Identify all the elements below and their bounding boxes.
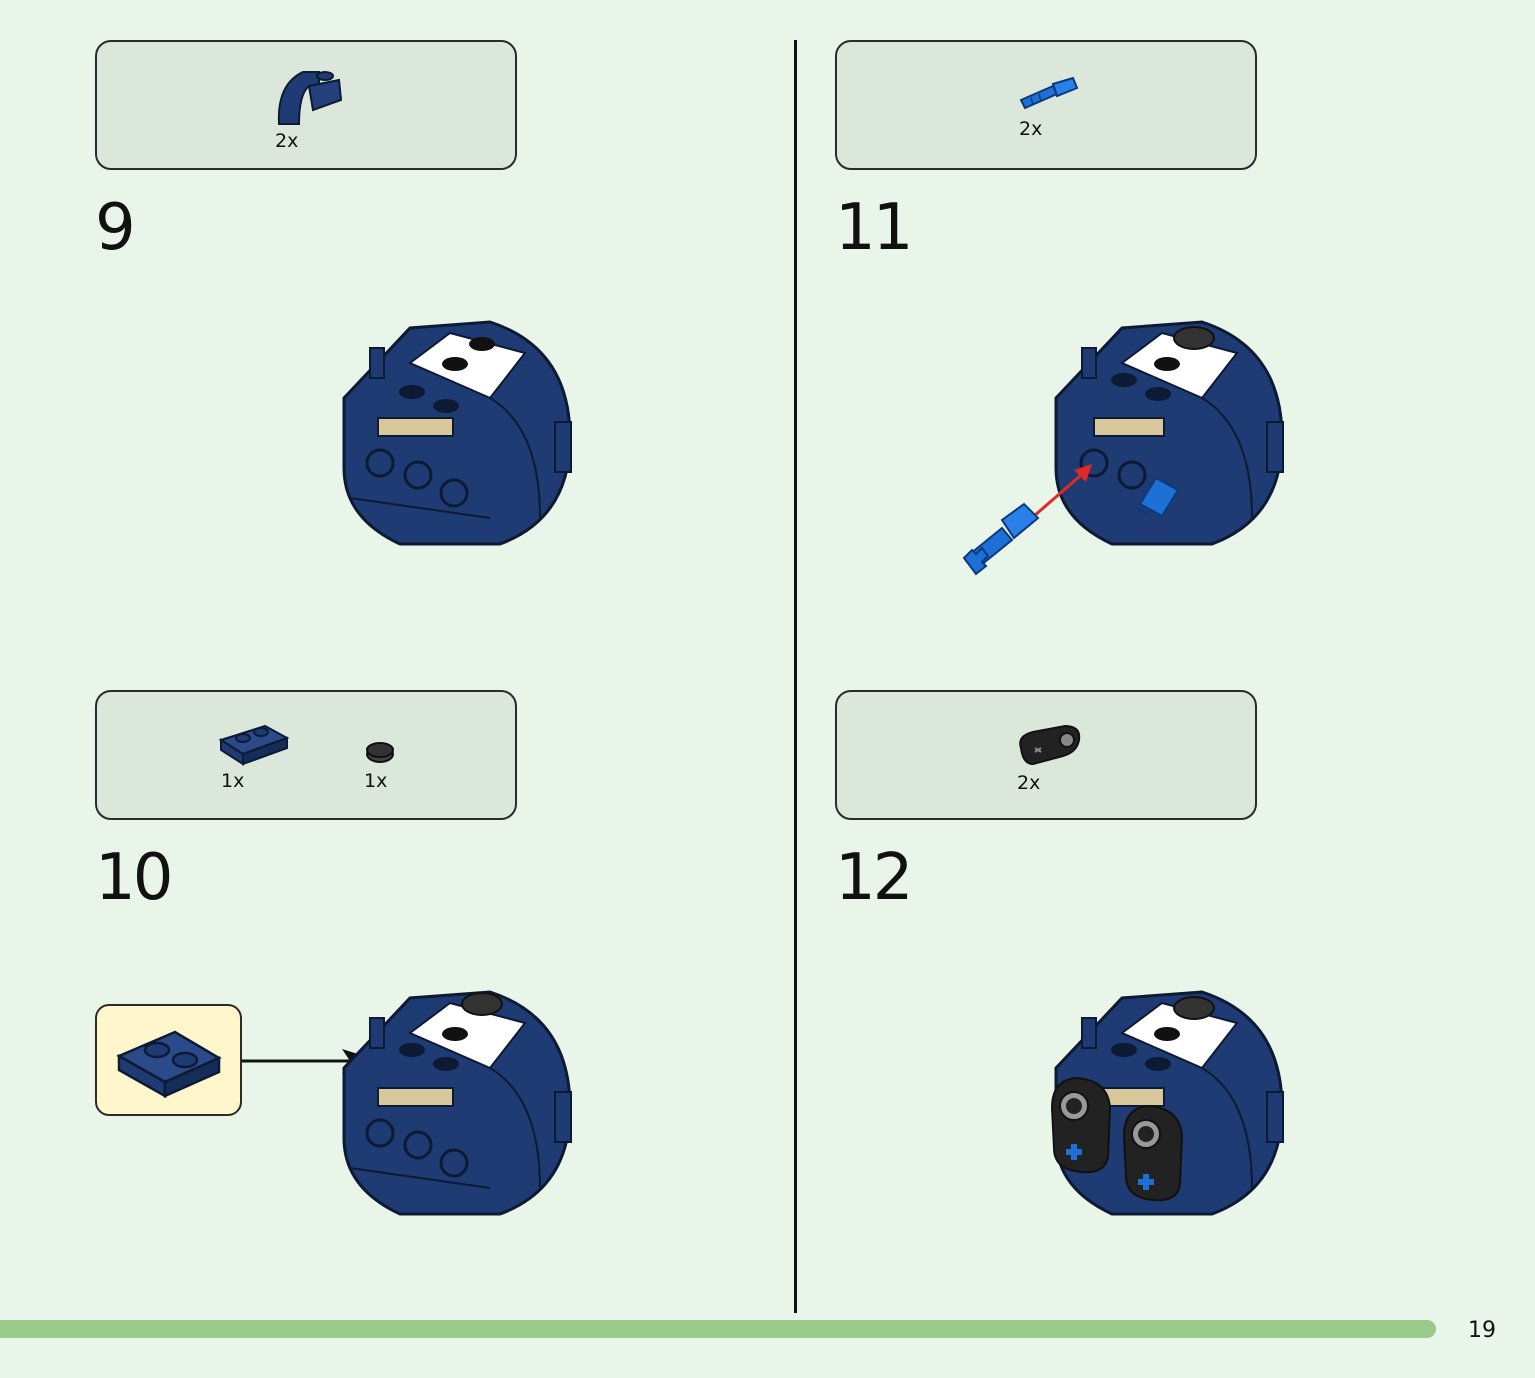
part-qty: 2x (1019, 118, 1043, 140)
curved-slope-brick-icon (277, 71, 343, 125)
technic-beam-left (1050, 1076, 1112, 1174)
part-qty: 1x (364, 770, 388, 792)
page-number: 19 (1468, 1318, 1496, 1343)
axle-pin-icon (1019, 76, 1079, 110)
plate-1x2-icon (218, 724, 290, 766)
round-tile-icon (366, 742, 394, 763)
plate-1x2-icon (116, 1030, 222, 1099)
insertion-arrow-red (1033, 464, 1092, 518)
step-number-12: 12 (835, 841, 913, 915)
column-divider (794, 40, 797, 1313)
parts-box-step-11: 2x (835, 40, 1257, 170)
step-number-10: 10 (95, 841, 173, 915)
step-number-9: 9 (95, 191, 136, 265)
model-step-10 (342, 990, 572, 1216)
model-step-11 (1054, 320, 1284, 546)
axle-pin-icon (962, 502, 1040, 576)
axle-pin-inserted (1135, 476, 1180, 518)
model-step-12 (1050, 990, 1284, 1216)
part-qty: 2x (1017, 772, 1041, 794)
step-number-11: 11 (835, 191, 913, 265)
parts-box-step-12: 2x (835, 690, 1257, 820)
parts-box-step-9: 2x (95, 40, 517, 170)
part-qty: 2x (275, 130, 299, 152)
progress-bar (0, 1320, 1436, 1338)
technic-beam-right (1122, 1104, 1184, 1202)
parts-box-step-10: 1x 1x (95, 690, 517, 820)
sub-assembly-callout (95, 1004, 242, 1116)
part-qty: 1x (221, 770, 245, 792)
technic-beam-icon (1019, 724, 1081, 766)
model-step-9 (342, 320, 572, 546)
